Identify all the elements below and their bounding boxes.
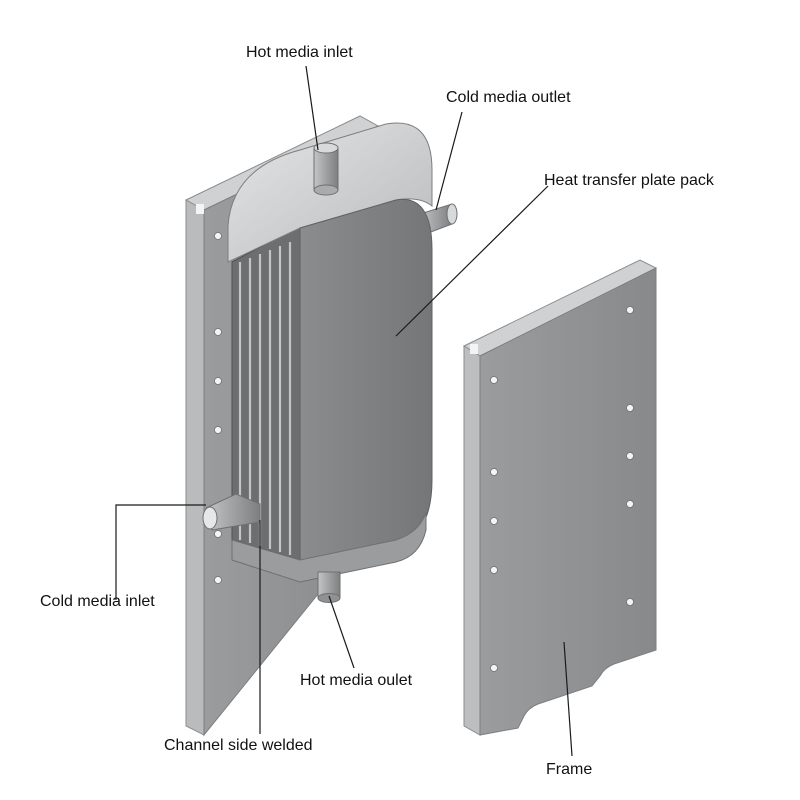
leader-hot-outlet bbox=[328, 595, 355, 669]
label-heat-transfer-plate-pack: Heat transfer plate pack bbox=[544, 172, 715, 189]
label-cold-media-outlet: Cold media outlet bbox=[446, 89, 571, 106]
label-channel-side-welded: Channel side welded bbox=[164, 737, 313, 754]
label-hot-media-oulet: Hot media oulet bbox=[300, 672, 413, 689]
leader-cold-inlet bbox=[115, 504, 206, 600]
hot-media-outlet-pipe bbox=[317, 571, 341, 603]
cold-media-inlet-pipe bbox=[202, 493, 261, 531]
frame-notch bbox=[196, 204, 204, 214]
bottom-header-tank bbox=[231, 511, 427, 583]
label-cold-media-inlet: Cold media inlet bbox=[40, 593, 155, 610]
hot-media-inlet-pipe bbox=[313, 142, 339, 196]
frame-notch bbox=[470, 344, 478, 354]
front-frame-plate bbox=[462, 259, 658, 736]
heat-transfer-plate-pack bbox=[227, 122, 433, 583]
label-hot-media-inlet: Hot media inlet bbox=[246, 44, 353, 61]
plate-pack-front-face bbox=[299, 198, 433, 565]
label-frame: Frame bbox=[546, 761, 592, 778]
leader-hot-inlet bbox=[305, 65, 319, 151]
frame-bolt-holes bbox=[490, 306, 634, 672]
leader-plate-pack bbox=[395, 185, 549, 337]
leader-lines bbox=[115, 65, 573, 757]
plate-fins bbox=[238, 242, 292, 555]
leader-cold-outlet bbox=[435, 111, 463, 211]
leader-frame bbox=[563, 641, 573, 757]
